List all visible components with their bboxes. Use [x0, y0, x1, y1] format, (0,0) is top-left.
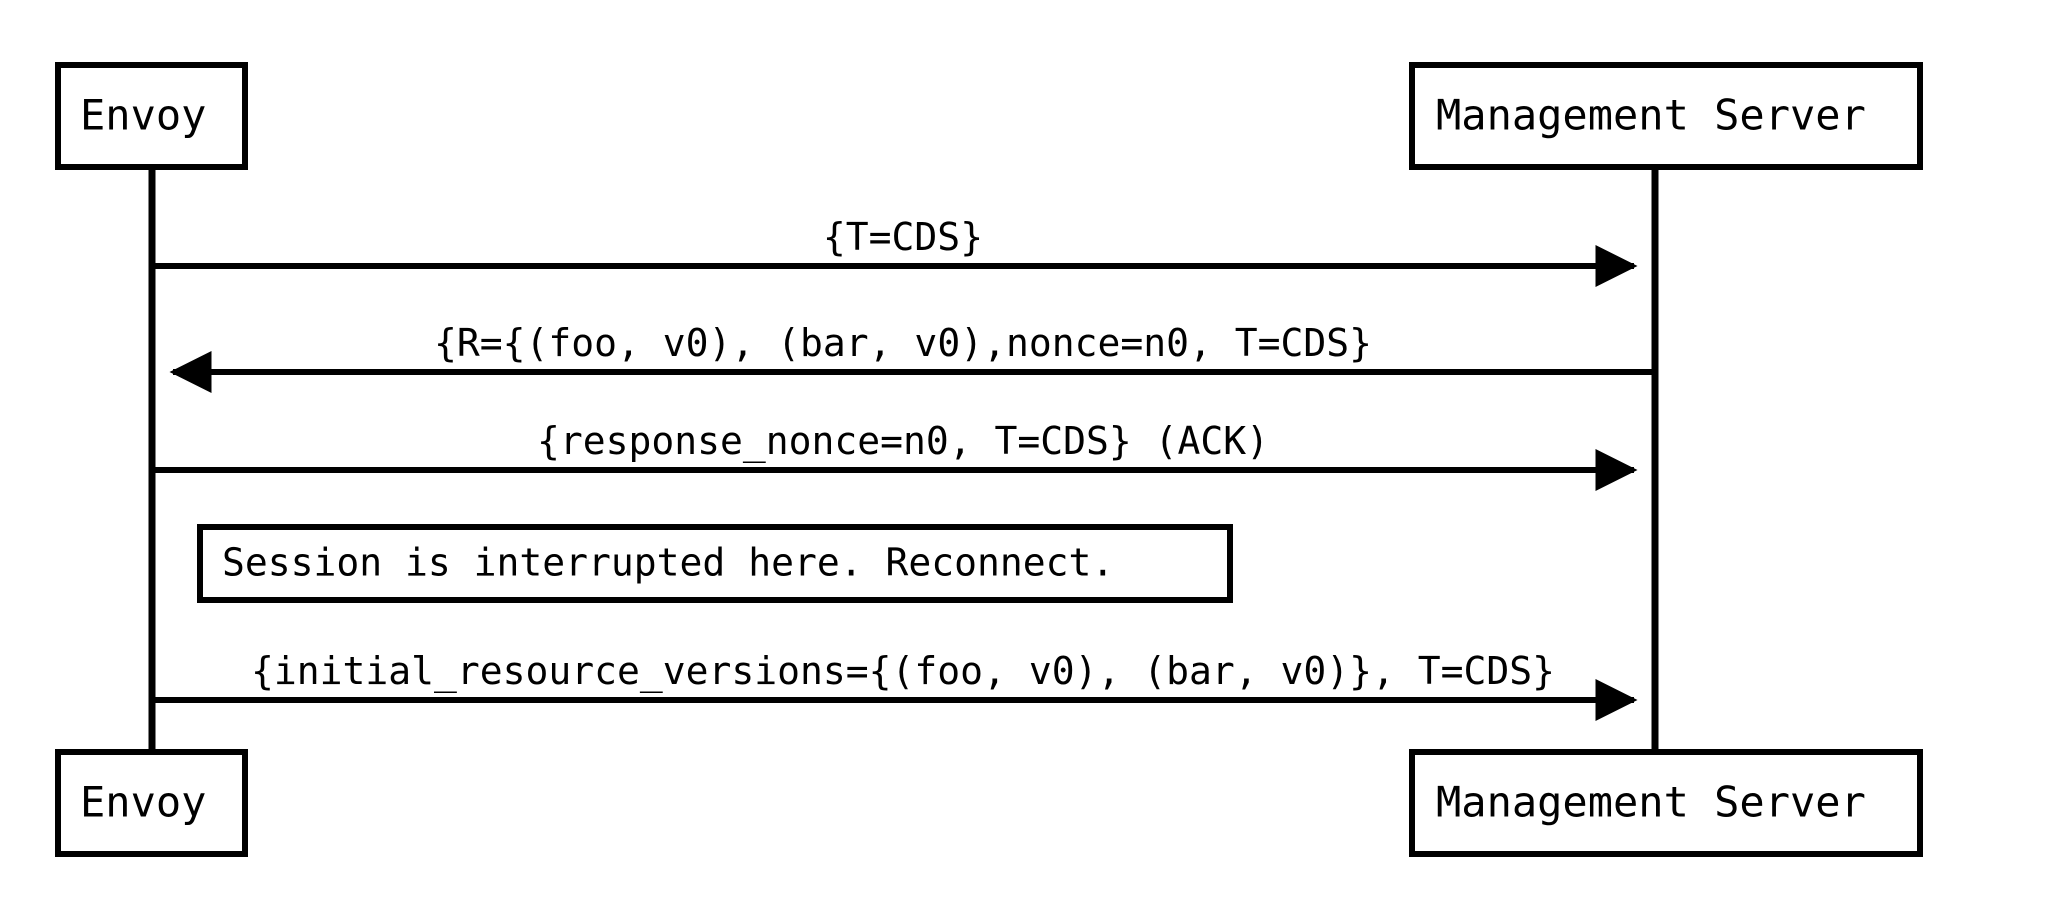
actor-box-management-server-top[interactable]: Management Server: [1409, 62, 1923, 170]
note-session-interrupted[interactable]: Session is interrupted here. Reconnect.: [197, 524, 1233, 603]
message-3[interactable]: {response_nonce=n0, T=CDS} (ACK): [152, 419, 1638, 491]
actor-box-envoy-top-rect: [55, 62, 248, 170]
actor-label-management-server-bottom: Management Server: [1436, 778, 1866, 827]
note-session-interrupted-label: Session is interrupted here. Reconnect.: [222, 541, 1114, 585]
message-1-label: {T=CDS}: [823, 215, 983, 259]
actor-label-management-server-top: Management Server: [1436, 91, 1866, 140]
actor-box-envoy-top[interactable]: Envoy: [55, 62, 248, 170]
actor-box-envoy-bottom-rect: [55, 749, 248, 857]
message-2-label: {R={(foo, v0), (bar, v0),nonce=n0, T=CDS…: [434, 321, 1372, 365]
note-session-interrupted-rect: [197, 524, 1233, 603]
actor-box-management-server-bottom[interactable]: Management Server: [1409, 749, 1923, 857]
actor-box-management-server-bottom-rect: [1409, 749, 1923, 857]
message-4-label: {initial_resource_versions={(foo, v0), (…: [251, 649, 1555, 694]
actor-box-management-server-top-rect: [1409, 62, 1923, 170]
message-3-label: {response_nonce=n0, T=CDS} (ACK): [537, 419, 1269, 464]
actor-label-envoy-bottom: Envoy: [80, 778, 206, 827]
message-4[interactable]: {initial_resource_versions={(foo, v0), (…: [152, 649, 1638, 721]
message-1[interactable]: {T=CDS}: [152, 215, 1638, 287]
actor-box-envoy-bottom[interactable]: Envoy: [55, 749, 248, 857]
message-2[interactable]: {R={(foo, v0), (bar, v0),nonce=n0, T=CDS…: [169, 321, 1655, 393]
actor-label-envoy-top: Envoy: [80, 91, 206, 140]
